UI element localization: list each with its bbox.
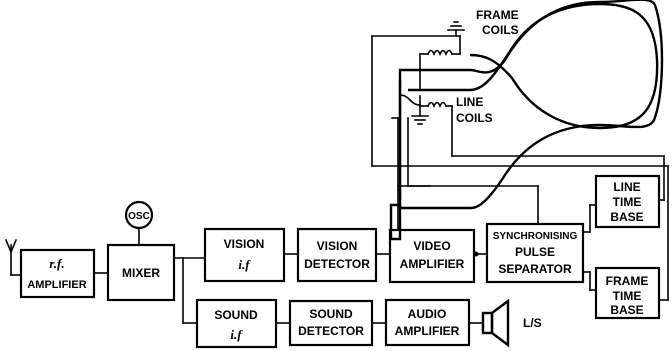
audio-amplifier-line2: AMPLIFIER — [395, 324, 460, 338]
frame-time-base-line3: BASE — [610, 303, 643, 317]
sound-detector-line1: SOUND — [309, 307, 353, 321]
line-coils-ground-icon — [411, 105, 429, 125]
video-amplifier-block: VIDEO AMPLIFIER — [388, 228, 476, 284]
audio-amplifier-line1: AUDIO — [408, 307, 447, 321]
oscillator-block: OSC — [124, 200, 154, 230]
loudspeaker-label: L/S — [523, 316, 542, 330]
sound-detector-line2: DETECTOR — [298, 324, 364, 338]
rf-amplifier-line1: r.f. — [49, 256, 64, 271]
sound-if-line1: SOUND — [214, 308, 258, 322]
frame-coils-icon — [419, 35, 461, 89]
sound-if-line2: i.f — [230, 327, 243, 342]
vision-if-block: VISION i.f — [203, 227, 286, 283]
vision-if-line1: VISION — [224, 237, 265, 251]
vision-detector-block: VISION DETECTOR — [296, 227, 378, 283]
sync-separator-block: SYNCHRONISING PULSE SEPARATOR — [485, 222, 585, 284]
sync-separator-line2: PULSE — [515, 245, 555, 259]
line-coils-label-line2: COILS — [456, 111, 493, 125]
line-time-base-block: LINE TIME BASE — [594, 174, 661, 229]
frame-coils-label-line2: COILS — [482, 23, 519, 37]
mixer-label: MIXER — [122, 266, 160, 280]
oscillator-label: OSC — [128, 211, 150, 222]
frame-time-base-line2: TIME — [613, 289, 642, 303]
audio-amplifier-block: AUDIO AMPLIFIER — [384, 298, 471, 347]
line-time-base-line2: TIME — [613, 195, 642, 209]
video-amplifier-line1: VIDEO — [413, 239, 450, 253]
rf-amplifier-block: r.f. AMPLIFIER — [19, 248, 96, 299]
loudspeaker-icon — [481, 298, 510, 348]
frame-time-base-line1: FRAME — [606, 274, 649, 288]
sound-detector-block: SOUND DETECTOR — [288, 299, 374, 347]
line-coils-label-line1: LINE — [456, 95, 483, 109]
line-coils-icon — [419, 95, 453, 111]
video-amplifier-line2: AMPLIFIER — [400, 257, 465, 271]
line-time-base-line1: LINE — [613, 180, 640, 194]
frame-time-base-block: FRAME TIME BASE — [594, 266, 661, 320]
frame-coils-ground-icon — [447, 21, 465, 37]
vision-if-line2: i.f — [238, 257, 251, 272]
mixer-block: MIXER — [106, 243, 176, 302]
line-time-base-line3: BASE — [610, 210, 643, 224]
frame-coils-label-line1: FRAME — [476, 8, 519, 22]
crt-envelope — [408, 2, 659, 130]
aerial-icon — [4, 238, 22, 276]
sound-if-block: SOUND i.f — [195, 298, 278, 349]
vision-detector-line1: VISION — [317, 239, 358, 253]
sync-separator-line3: SEPARATOR — [498, 262, 572, 276]
rf-amplifier-line2: AMPLIFIER — [27, 279, 86, 291]
sync-separator-line1: SYNCHRONISING — [493, 231, 578, 242]
vision-detector-line2: DETECTOR — [304, 257, 370, 271]
